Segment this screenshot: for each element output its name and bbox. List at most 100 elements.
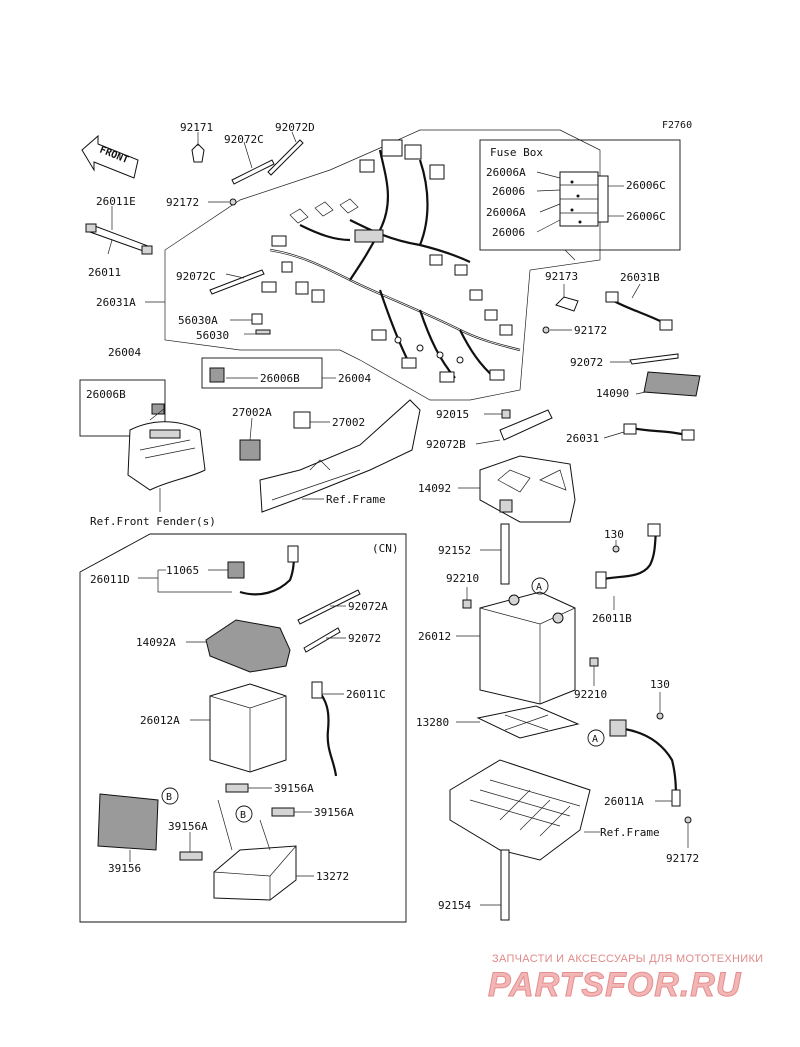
label-ref-frame-1: Ref.Frame xyxy=(326,493,386,506)
label-92072a: 92072A xyxy=(348,600,388,613)
fuse-label-2: 26006 xyxy=(492,185,525,198)
label-92152: 92152 xyxy=(438,544,471,557)
label-26004-mid: 26004 xyxy=(338,372,371,385)
label-26011: 26011 xyxy=(88,266,121,279)
relay-27002 xyxy=(293,411,330,429)
label-92072c-mid: 92072C xyxy=(176,270,216,283)
label-14092a: 14092A xyxy=(136,636,176,649)
bolt-92172-right xyxy=(542,326,572,334)
fuse-56030 xyxy=(244,329,271,335)
relay-box-group xyxy=(79,357,336,437)
callout-a1: A xyxy=(531,577,549,595)
case-92072b xyxy=(475,409,553,445)
label-92173: 92173 xyxy=(545,270,578,283)
label-56030a: 56030A xyxy=(178,314,218,327)
label-26006b-left: 26006B xyxy=(86,388,126,401)
label-92210-a: 92210 xyxy=(446,572,479,585)
label-26006b-mid: 26006B xyxy=(260,372,300,385)
watermark-logo: PARTSFOR.RU xyxy=(488,966,742,1004)
nut-92210-a xyxy=(462,587,472,609)
lead-26011b xyxy=(595,523,661,610)
label-92072d: 92072D xyxy=(275,121,315,134)
label-26011a: 26011A xyxy=(604,795,644,808)
label-26011c: 26011C xyxy=(346,688,386,701)
svg-text:B: B xyxy=(166,792,172,803)
fuse-box-inset: Fuse Box 26006A 26006 26006A 26006 26006… xyxy=(479,139,681,261)
sub-harness-26031b xyxy=(605,283,673,331)
label-13272: 13272 xyxy=(316,870,349,883)
label-27002: 27002 xyxy=(332,416,365,429)
label-26011b: 26011B xyxy=(592,612,632,625)
fuse-box-title: Fuse Box xyxy=(490,146,543,159)
harness-group-outline xyxy=(164,129,601,401)
label-39156a-3: 39156A xyxy=(168,820,208,833)
label-92072b: 92072B xyxy=(426,438,466,451)
label-56030: 56030 xyxy=(196,329,229,342)
case-14092 xyxy=(458,455,576,523)
label-26004-top: 26004 xyxy=(108,346,141,359)
band-92072c-mid xyxy=(209,269,265,295)
bolt-130-b xyxy=(656,692,664,720)
lead-26011a xyxy=(609,719,681,807)
figure-code: F2760 xyxy=(662,120,692,131)
fuse-label-1: 26006A xyxy=(486,166,526,179)
label-ref-front-fender: Ref.Front Fender(s) xyxy=(90,515,216,528)
fuse-label-4: 26006 xyxy=(492,226,525,239)
nut-92015 xyxy=(484,409,511,419)
label-92171: 92171 xyxy=(180,121,213,134)
svg-text:A: A xyxy=(592,734,598,745)
band-92072d xyxy=(267,131,304,176)
label-14090: 14090 xyxy=(596,387,629,400)
label-11065: 11065 xyxy=(166,564,199,577)
callout-a2: A xyxy=(587,729,605,747)
svg-text:A: A xyxy=(536,582,542,593)
label-130-a: 130 xyxy=(604,528,624,541)
label-26031b: 26031B xyxy=(620,271,660,284)
bolt-92172-bottom xyxy=(684,816,692,848)
label-92172-right: 92172 xyxy=(574,324,607,337)
label-14092: 14092 xyxy=(418,482,451,495)
bolt-92172-top xyxy=(208,198,237,206)
label-92072c-top: 92072C xyxy=(224,133,264,146)
label-92072-cn: 92072 xyxy=(348,632,381,645)
main-wiring-harness xyxy=(261,139,521,383)
fuse-label-right-1: 26006C xyxy=(626,179,666,192)
battery-26012 xyxy=(456,591,576,705)
lead-26011 xyxy=(107,239,113,255)
nut-92210-b xyxy=(589,657,599,686)
label-92072-right: 92072 xyxy=(570,356,603,369)
svg-text:B: B xyxy=(240,810,246,821)
label-92172-top: 92172 xyxy=(166,196,199,209)
label-26011d: 26011D xyxy=(90,573,130,586)
callout-b2: B xyxy=(235,805,253,823)
watermark: ЗАПЧАСТИ И АКСЕССУАРЫ ДЛЯ МОТОТЕХНИКИ PA… xyxy=(488,953,764,1005)
callout-b1: B xyxy=(161,787,179,805)
relay-14090 xyxy=(635,371,701,397)
label-26012: 26012 xyxy=(418,630,451,643)
watermark-tagline: ЗАПЧАСТИ И АКСЕССУАРЫ ДЛЯ МОТОТЕХНИКИ xyxy=(492,953,763,965)
clip-92173 xyxy=(555,284,579,312)
sub-harness-26031 xyxy=(603,423,695,441)
label-92172-bottom: 92172 xyxy=(666,852,699,865)
label-26012a: 26012A xyxy=(140,714,180,727)
label-26031: 26031 xyxy=(566,432,599,445)
label-130-b: 130 xyxy=(650,678,670,691)
label-26031a: 26031A xyxy=(96,296,136,309)
fuse-label-3: 26006A xyxy=(486,206,526,219)
bolt-130-a xyxy=(612,540,620,553)
label-13280: 13280 xyxy=(416,716,449,729)
label-ref-frame-2: Ref.Frame xyxy=(600,826,660,839)
fuse-56030a xyxy=(230,313,263,325)
label-92015: 92015 xyxy=(436,408,469,421)
frame-right xyxy=(449,759,600,861)
label-39156: 39156 xyxy=(108,862,141,875)
relay-27002a xyxy=(239,417,261,461)
label-92210-b: 92210 xyxy=(574,688,607,701)
cn-tag: (CN) xyxy=(372,542,399,555)
cn-variant-box: (CN) xyxy=(79,533,407,923)
plate-13280 xyxy=(456,705,580,739)
label-27002a: 27002A xyxy=(232,406,272,419)
rod-92152 xyxy=(480,523,510,585)
